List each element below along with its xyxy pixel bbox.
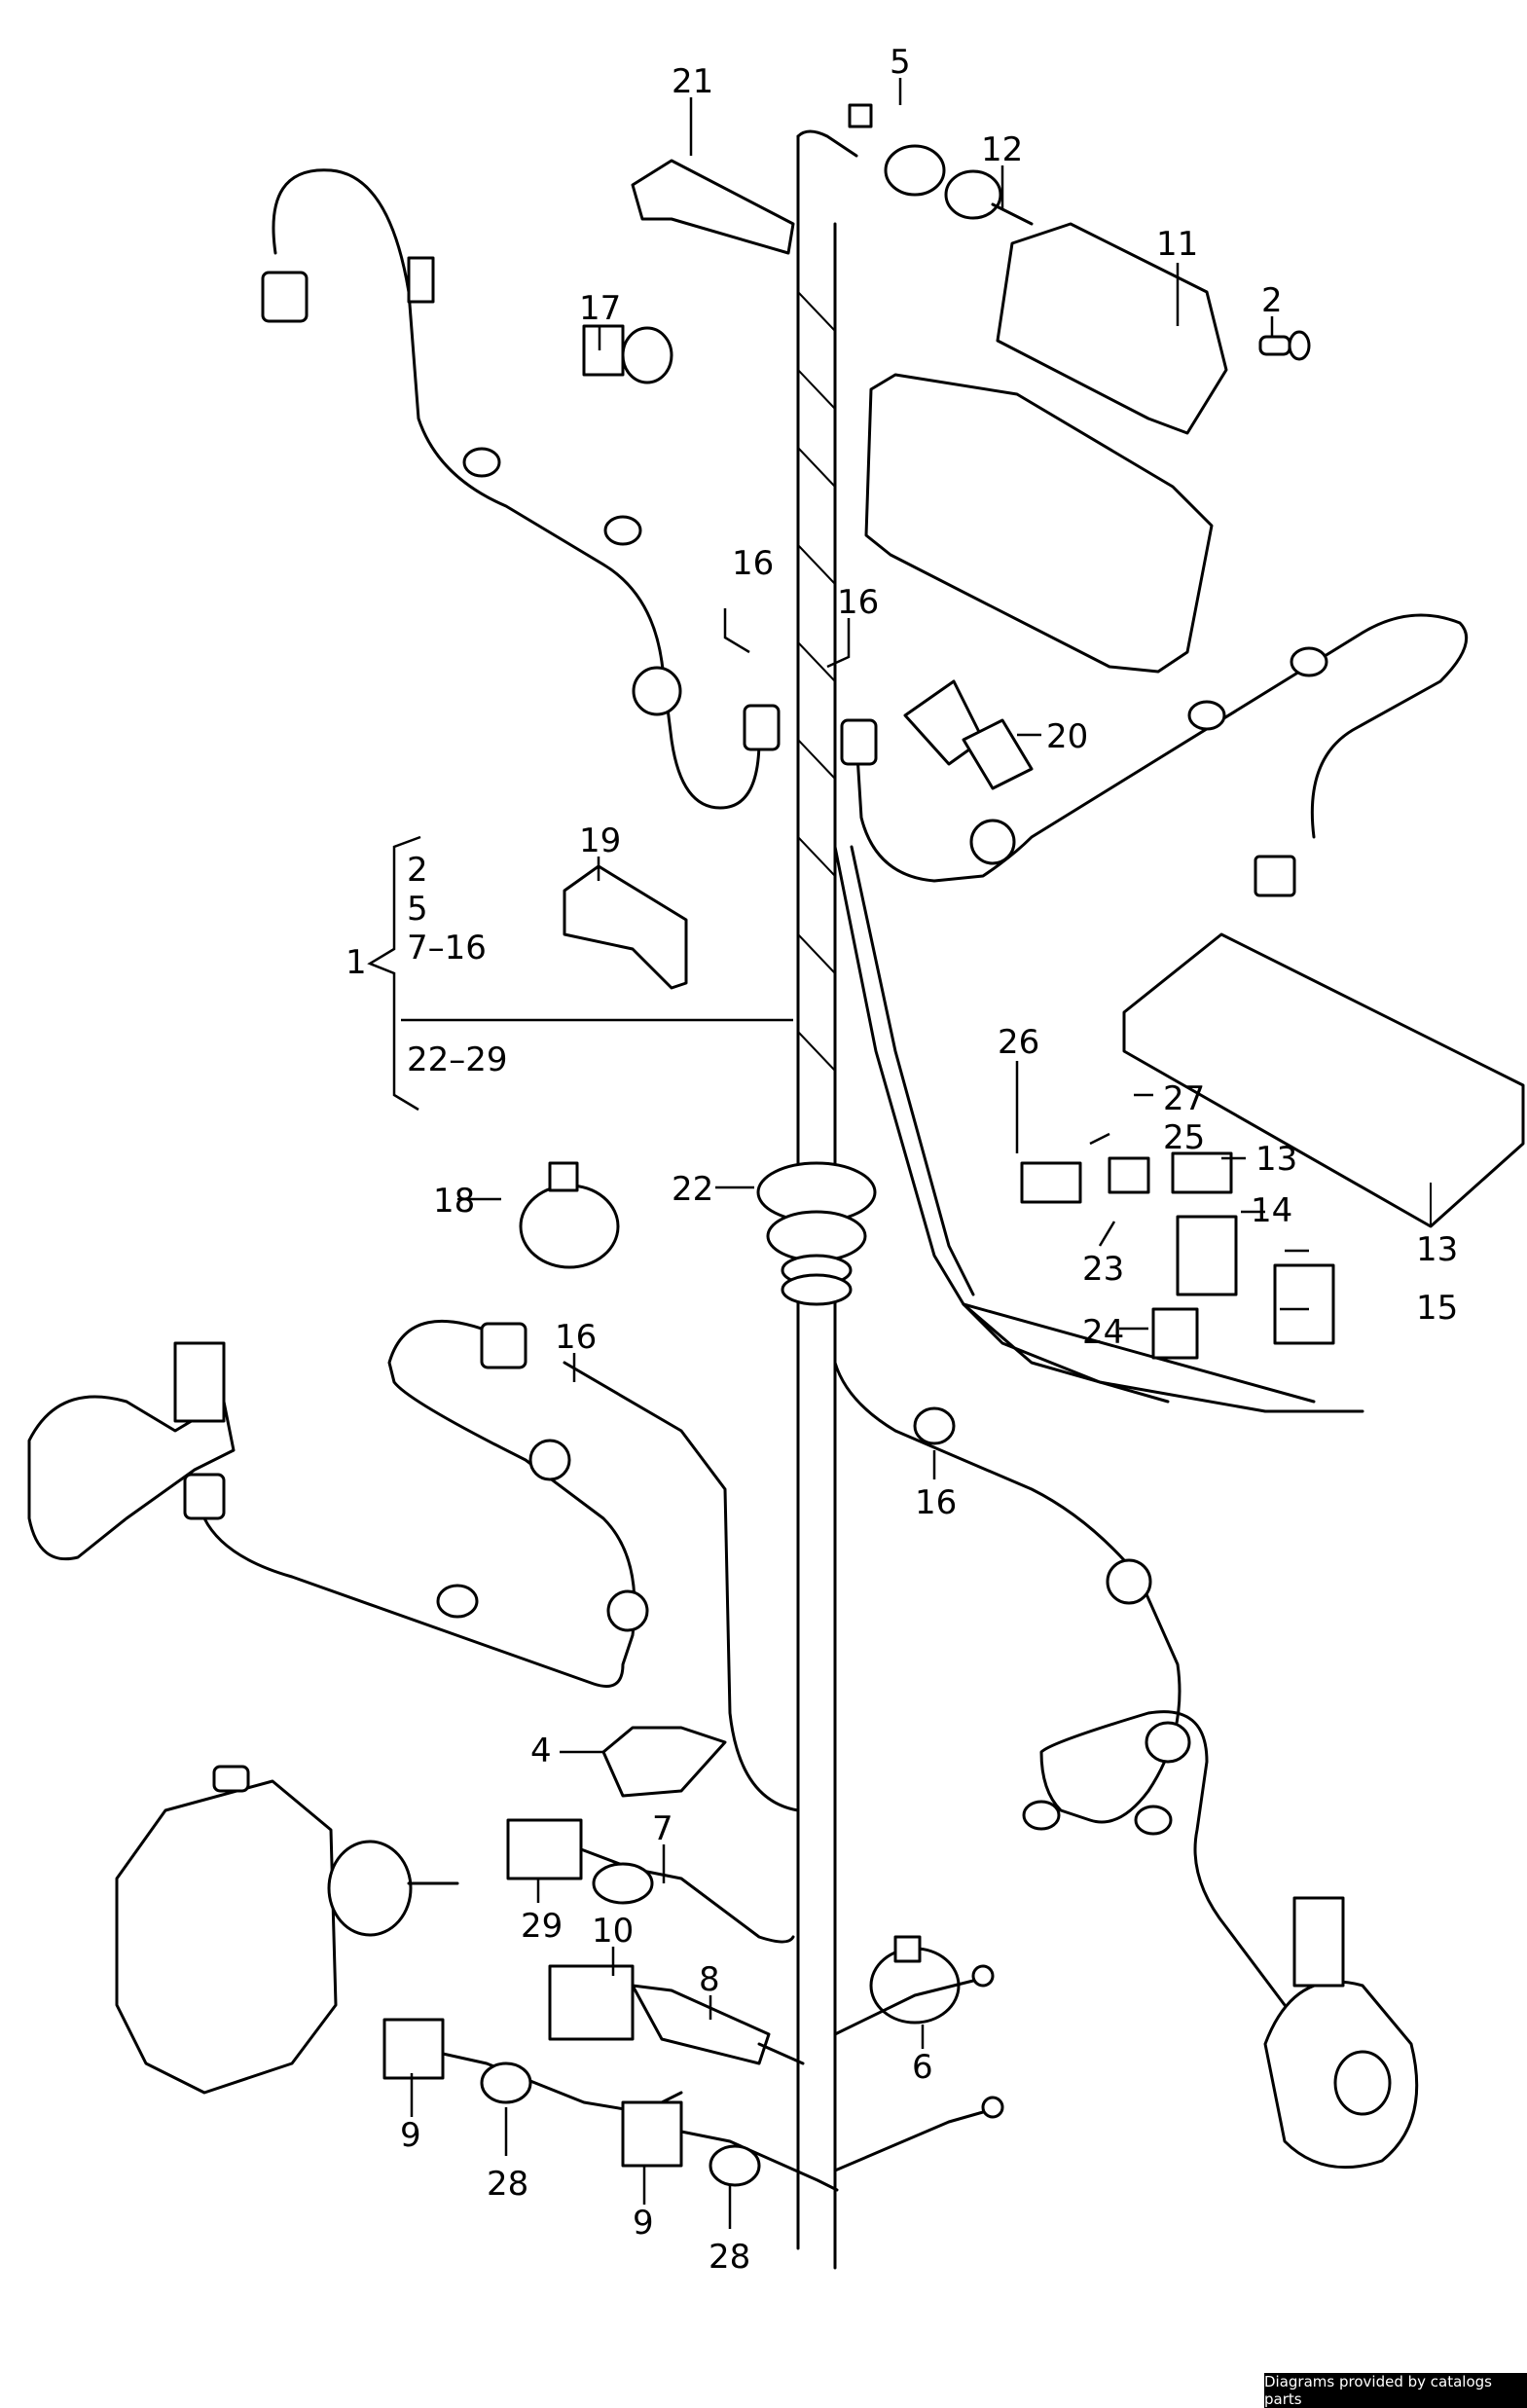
sensor-cable-front-right — [840, 613, 1469, 897]
connector-10 — [548, 1964, 805, 2065]
callout-26: 26 — [998, 1023, 1039, 1062]
connector-29 — [506, 1818, 795, 1944]
callout-10: 10 — [592, 1912, 634, 1951]
callout-13-lower: 13 — [1416, 1230, 1458, 1269]
connector-9-right — [621, 2100, 839, 2192]
brake-carrier-left — [27, 1341, 236, 1561]
callout-16-upper-right: 16 — [837, 583, 879, 622]
callout-2: 2 — [1261, 281, 1283, 320]
callout-24: 24 — [1082, 1313, 1124, 1352]
callout-21: 21 — [672, 62, 713, 101]
relay-fuse-box — [1122, 932, 1525, 1228]
sensor-cable-front-left — [261, 168, 781, 810]
callout-12: 12 — [981, 130, 1023, 169]
callout-4: 4 — [530, 1732, 552, 1770]
hydraulic-unit — [115, 1765, 459, 2095]
callout-8: 8 — [699, 1960, 720, 1999]
callout-17: 17 — [579, 289, 621, 328]
callout-19: 19 — [579, 821, 621, 860]
sensor-cable-rear-right — [833, 1361, 1287, 2007]
callout-28-left: 28 — [487, 2165, 528, 2204]
callout-23: 23 — [1082, 1250, 1124, 1289]
callout-6: 6 — [912, 2048, 933, 2087]
callout-5: 5 — [890, 43, 911, 82]
callout-16-upper-left: 16 — [732, 544, 774, 583]
callout-14: 14 — [1251, 1191, 1292, 1230]
sensor-cable-rear-left — [183, 1319, 800, 1812]
callout-bracket-5: 5 — [407, 890, 428, 929]
relay-connectors — [1020, 1151, 1335, 1360]
callout-bracket-7-16: 7–16 — [407, 929, 487, 967]
connector-12 — [884, 144, 1034, 226]
cable-tie-18 — [519, 1161, 620, 1269]
clip-21 — [631, 159, 795, 255]
callout-11: 11 — [1156, 225, 1198, 264]
grommet-22 — [756, 1161, 877, 1306]
callout-16-lower-left: 16 — [555, 1318, 597, 1357]
callout-27: 27 — [1163, 1079, 1205, 1118]
callout-bracket-2: 2 — [407, 851, 428, 890]
watermark: Diagrams provided by catalogs parts — [1264, 2373, 1527, 2408]
cable-tie-5 — [848, 103, 873, 128]
callout-9-right: 9 — [633, 2204, 654, 2243]
assembly-bracket — [367, 835, 793, 1112]
clip-20 — [903, 679, 1034, 790]
callout-9-left: 9 — [400, 2116, 421, 2155]
callout-16-lower-right: 16 — [915, 1483, 957, 1522]
callout-bracket-22-29: 22–29 — [407, 1040, 508, 1079]
callout-20: 20 — [1046, 717, 1088, 756]
callout-29: 29 — [521, 1907, 563, 1946]
clip-19 — [563, 864, 688, 990]
ground-wires — [833, 1964, 1004, 2172]
connector-9-left — [382, 2018, 683, 2114]
callout-labels: 1 2 5 7–16 22–29 2 4 5 6 7 8 9 9 10 11 1… — [345, 43, 1458, 2277]
screw-2 — [1258, 330, 1311, 361]
clip-17 — [582, 324, 673, 384]
brake-carrier-right — [1263, 1896, 1419, 2170]
callout-13-upper: 13 — [1255, 1140, 1297, 1179]
control-unit-box — [864, 222, 1228, 674]
callout-25: 25 — [1163, 1118, 1205, 1157]
callout-18: 18 — [433, 1182, 475, 1221]
callout-1: 1 — [345, 943, 367, 982]
clip-4 — [601, 1726, 727, 1798]
callout-28-right: 28 — [709, 2238, 750, 2277]
callout-15: 15 — [1416, 1289, 1458, 1328]
leader-lines — [410, 78, 1309, 2229]
callout-7: 7 — [652, 1809, 673, 1848]
callout-22: 22 — [672, 1170, 713, 1209]
